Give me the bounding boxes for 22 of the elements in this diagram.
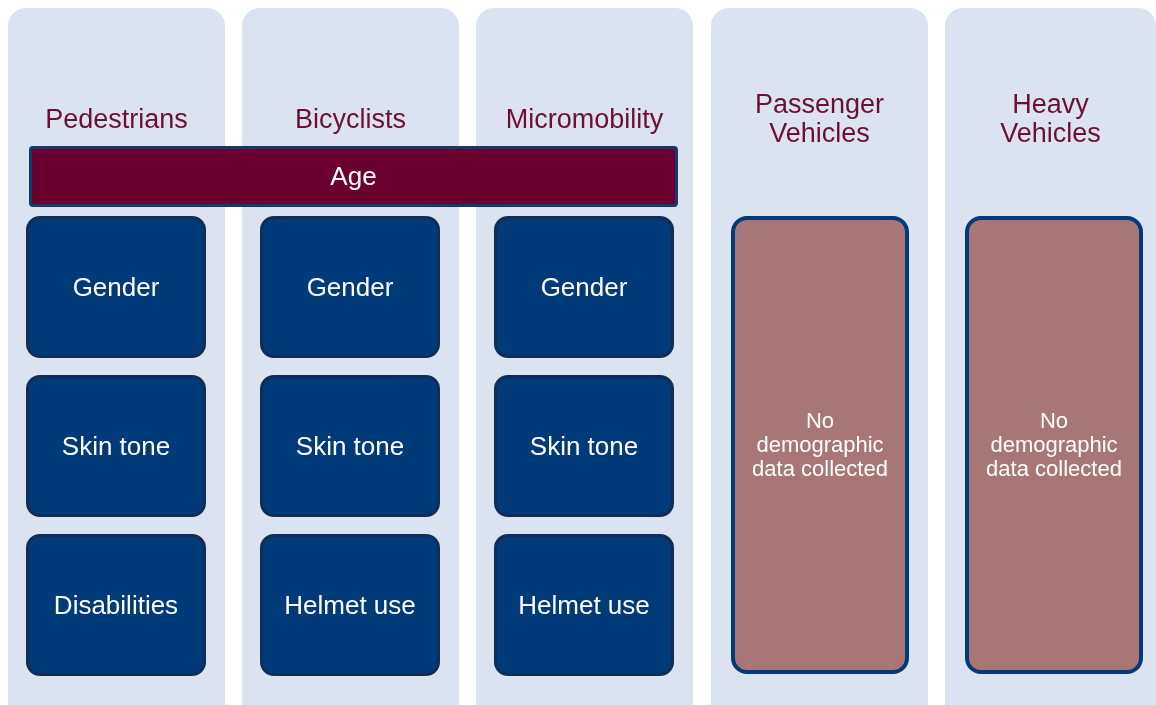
category-column (945, 8, 1156, 705)
attribute-box: Skin tone (26, 375, 206, 517)
category-column (476, 8, 693, 705)
note-box: No demographic data collected (965, 216, 1143, 674)
column-heading: Pedestrians (45, 104, 188, 134)
note-box: No demographic data collected (731, 216, 909, 674)
spanning-bar: Age (29, 146, 678, 207)
attribute-box: Disabilities (26, 534, 206, 676)
attribute-box: Gender (26, 216, 206, 358)
category-column (242, 8, 459, 705)
category-column (8, 8, 225, 705)
column-heading: Bicyclists (295, 104, 406, 134)
attribute-box: Gender (260, 216, 440, 358)
attribute-box: Helmet use (260, 534, 440, 676)
column-heading: Heavy Vehicles (999, 90, 1102, 148)
column-heading: Micromobility (505, 104, 664, 134)
attribute-box: Skin tone (260, 375, 440, 517)
attribute-box: Skin tone (494, 375, 674, 517)
attribute-box: Helmet use (494, 534, 674, 676)
category-column (711, 8, 928, 705)
column-heading: Passenger Vehicles (753, 90, 886, 148)
attribute-box: Gender (494, 216, 674, 358)
